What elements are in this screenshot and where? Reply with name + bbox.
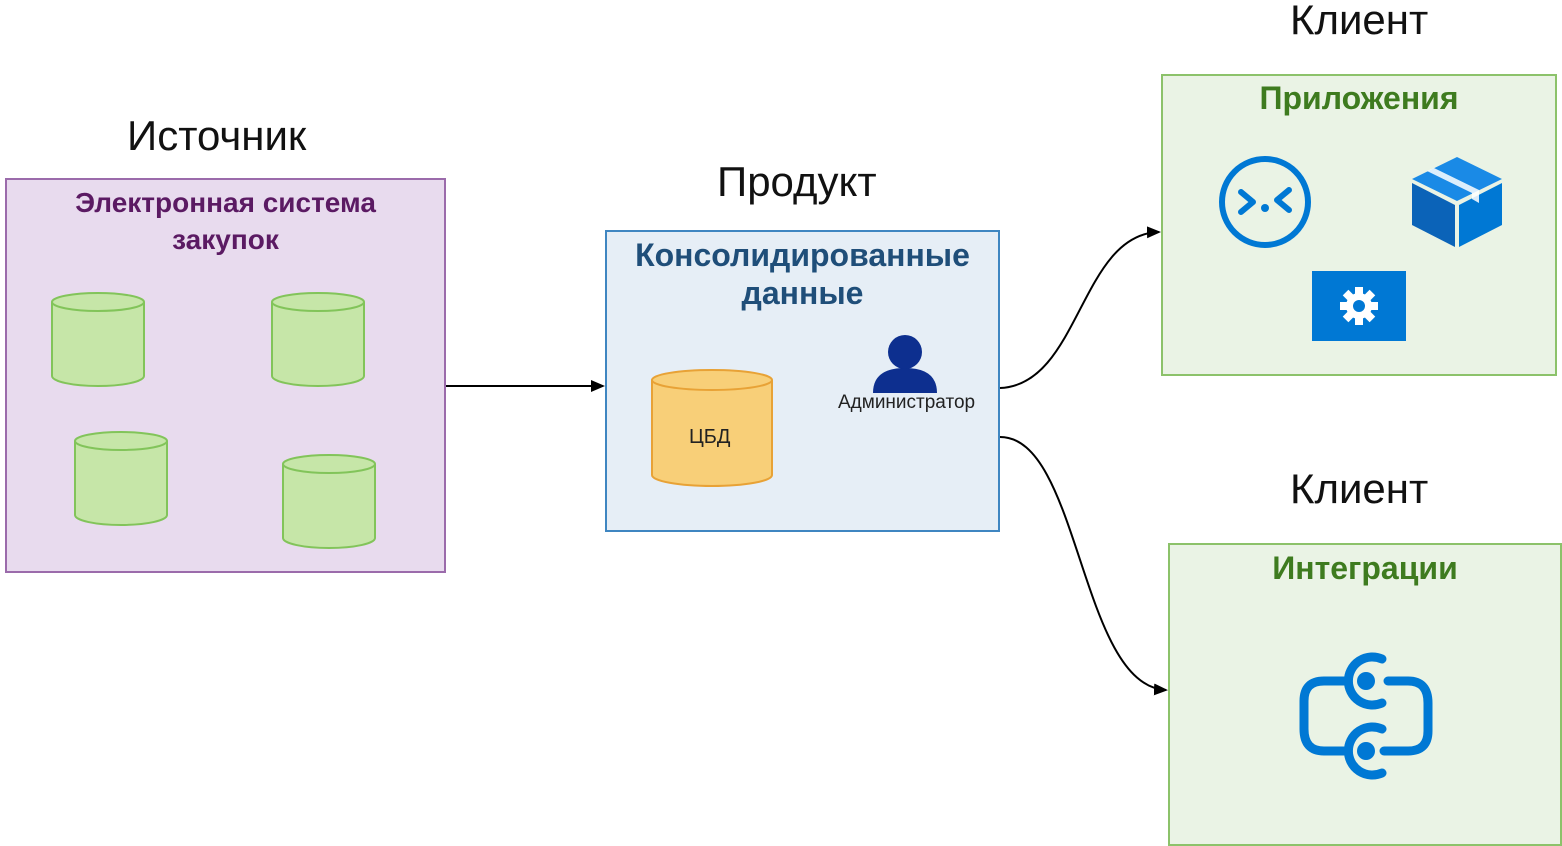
remote-desktop-icon bbox=[1219, 156, 1311, 248]
product-to-apps-arrow bbox=[999, 226, 1161, 389]
central-database-icon bbox=[651, 369, 773, 487]
source-title-line2: закупок bbox=[172, 224, 279, 255]
source-heading: Источник bbox=[127, 112, 307, 159]
product-title-line1: Консолидированные bbox=[635, 237, 970, 273]
integrations-box: Интеграции bbox=[1168, 543, 1562, 846]
client-heading-bottom: Клиент bbox=[1290, 465, 1429, 512]
source-box-title: Электронная система закупок bbox=[7, 184, 444, 258]
apps-box-title: Приложения bbox=[1259, 80, 1459, 116]
source-title-line1: Электронная система bbox=[75, 187, 376, 218]
database-icon bbox=[282, 454, 376, 549]
product-heading: Продукт bbox=[717, 158, 877, 205]
product-to-integrations-arrow bbox=[999, 436, 1168, 696]
administrator-icon bbox=[873, 335, 937, 393]
integration-loop-icon bbox=[1299, 652, 1433, 780]
settings-gear-icon bbox=[1312, 271, 1406, 341]
product-title-line2: данные bbox=[741, 275, 864, 311]
administrator-label: Администратор bbox=[838, 392, 976, 413]
product-box-title: Консолидированные данные bbox=[607, 226, 998, 322]
integrations-box-title: Интеграции bbox=[1272, 550, 1458, 586]
central-database-label: ЦБД bbox=[689, 426, 731, 448]
database-icon bbox=[74, 431, 168, 526]
database-icon bbox=[271, 292, 365, 387]
client-heading-top: Клиент bbox=[1290, 0, 1429, 43]
database-icon bbox=[51, 292, 145, 387]
package-box-icon bbox=[1412, 157, 1502, 247]
